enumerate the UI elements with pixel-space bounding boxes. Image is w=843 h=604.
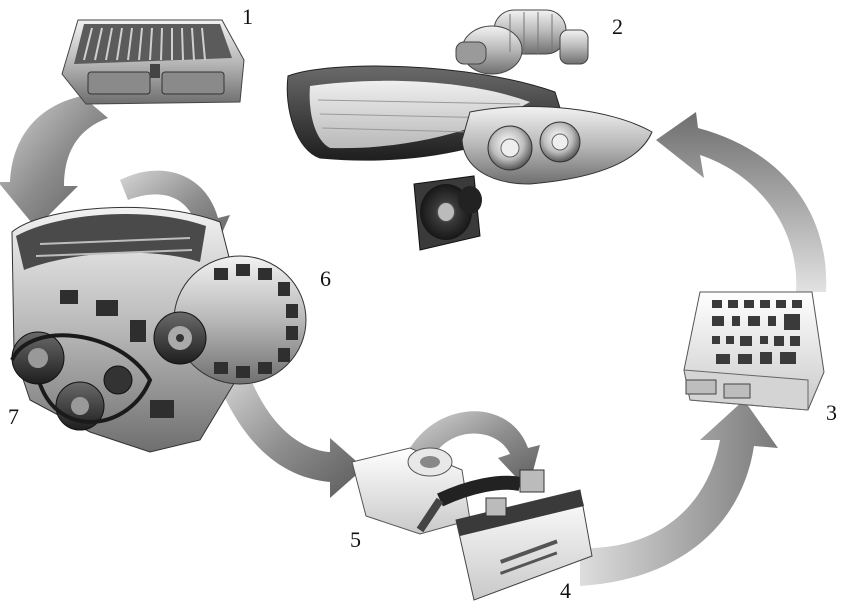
arrow-battery-to-control-unit xyxy=(580,400,778,586)
label-1: 1 xyxy=(242,6,253,28)
label-2: 2 xyxy=(612,16,623,38)
starter-motor xyxy=(456,10,588,74)
ecu-module xyxy=(62,20,244,104)
arrow-ecu-to-engine xyxy=(0,96,108,228)
label-6: 6 xyxy=(320,268,331,290)
label-4: 4 xyxy=(560,580,571,602)
arrow-alternator-to-battery xyxy=(222,372,364,498)
control-unit xyxy=(684,292,824,410)
label-7: 7 xyxy=(8,406,19,428)
consumers-group xyxy=(287,10,652,250)
label-3: 3 xyxy=(826,402,837,424)
arrow-control-unit-to-consumers xyxy=(656,112,826,292)
label-5: 5 xyxy=(350,529,361,551)
speaker xyxy=(414,176,482,250)
